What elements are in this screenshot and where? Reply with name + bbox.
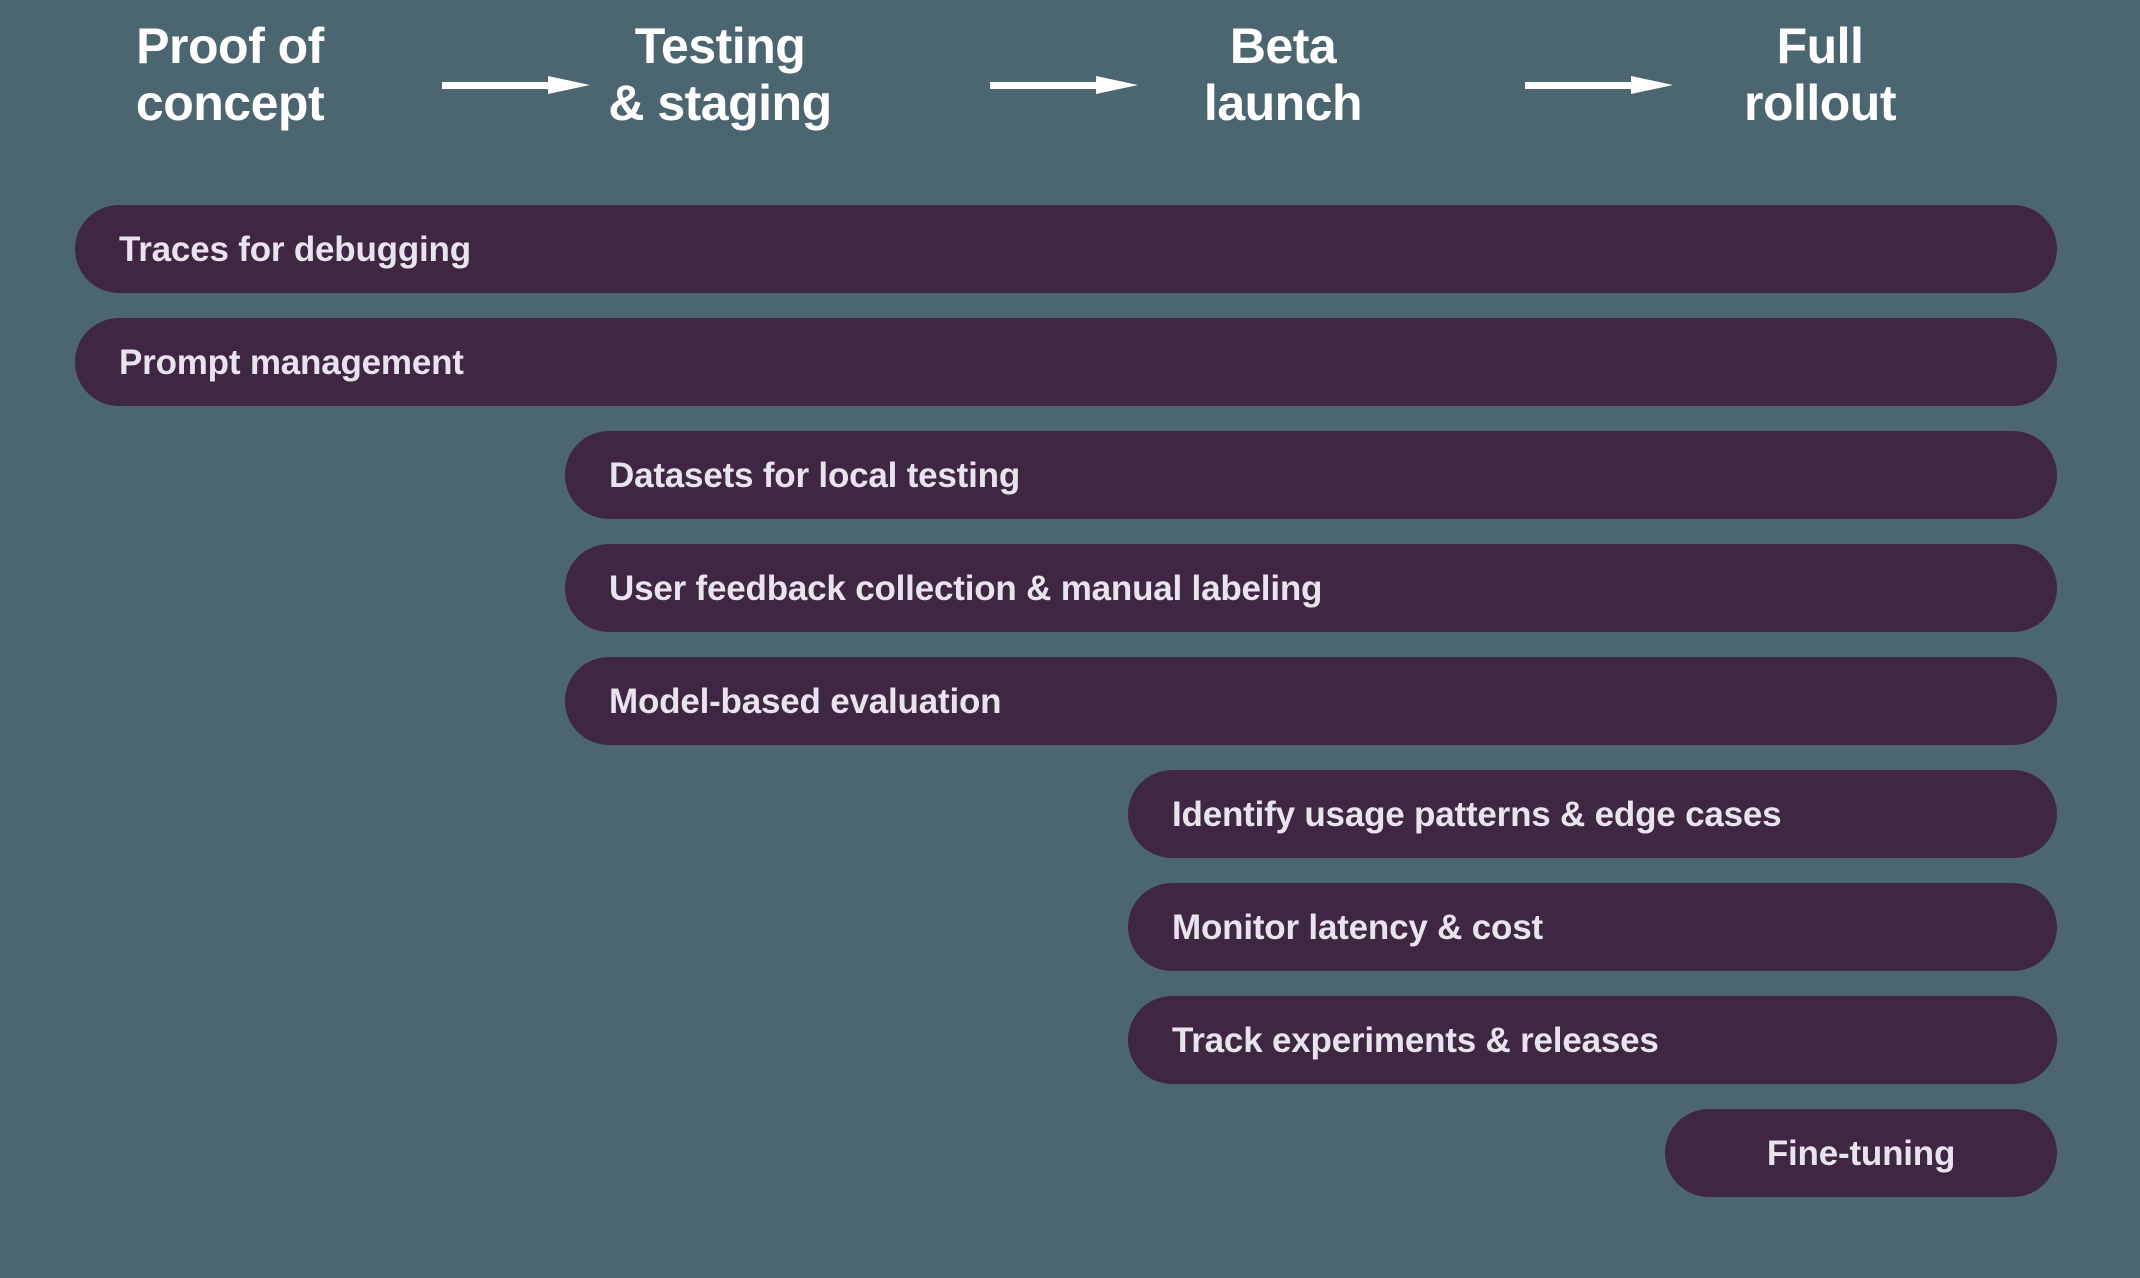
arrow-shaft [442, 82, 554, 89]
capability-bar-label: Monitor latency & cost [1172, 907, 1543, 947]
capability-bar-label: Track experiments & releases [1172, 1020, 1659, 1060]
capability-bar-label: Datasets for local testing [609, 455, 1021, 495]
arrow-head [548, 76, 590, 94]
capability-bar[interactable]: Prompt management [75, 318, 2057, 406]
right-arrow-icon [1525, 76, 1673, 94]
capability-bar[interactable]: Traces for debugging [75, 205, 2057, 293]
arrow-shaft [1525, 82, 1637, 89]
capability-bar-label: Model-based evaluation [609, 681, 1002, 721]
capability-bar-label: User feedback collection & manual labeli… [609, 568, 1323, 608]
phase-label-beta-launch: Beta launch [1203, 18, 1363, 131]
phase-header-row: Proof of concept Testing & staging Beta la… [0, 0, 2140, 186]
phase-label-testing-staging: Testing & staging [608, 18, 832, 131]
capability-bar-label: Traces for debugging [119, 229, 471, 269]
capability-bar[interactable]: Identify usage patterns & edge cases [1128, 770, 2057, 858]
capability-bar[interactable]: Fine-tuning [1665, 1109, 2057, 1197]
right-arrow-icon [442, 76, 590, 94]
phase-label-proof-of-concept: Proof of concept [135, 18, 325, 131]
capability-bar[interactable]: Model-based evaluation [565, 657, 2057, 745]
arrow-head [1096, 76, 1138, 94]
capability-bar[interactable]: Datasets for local testing [565, 431, 2057, 519]
capability-bar-label: Identify usage patterns & edge cases [1172, 794, 1782, 834]
capability-bar-label: Fine-tuning [1766, 1133, 1956, 1173]
capability-bar[interactable]: Track experiments & releases [1128, 996, 2057, 1084]
capability-bar-label: Prompt management [119, 342, 464, 382]
right-arrow-icon [990, 76, 1138, 94]
capability-bar[interactable]: User feedback collection & manual labeli… [565, 544, 2057, 632]
arrow-head [1631, 76, 1673, 94]
phase-label-full-rollout: Full rollout [1743, 18, 1897, 131]
arrow-shaft [990, 82, 1102, 89]
capability-bar[interactable]: Monitor latency & cost [1128, 883, 2057, 971]
